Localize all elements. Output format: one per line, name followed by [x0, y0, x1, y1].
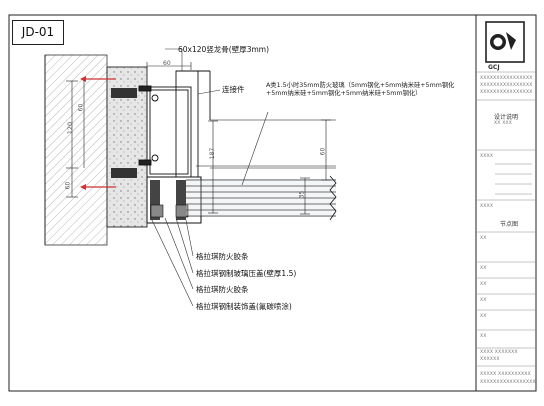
mullion-callout: 60x120竖龙骨(壁厚3mm)	[178, 45, 270, 54]
dim-left-total: 120	[66, 121, 75, 135]
leader-lines	[150, 48, 269, 307]
tb-field-j: XXXXXX	[480, 357, 500, 362]
dim-left-bottom: 60	[64, 181, 72, 190]
embed-plate-top	[111, 88, 137, 98]
title-block-frame	[475, 14, 537, 392]
title-block-ruling	[476, 71, 536, 367]
company-line1: XXXXXXXXXXXXXXXX	[480, 76, 533, 81]
design-note-sub: XX XXX	[494, 121, 513, 126]
mullion-profile	[138, 70, 211, 178]
tb-field-i: XXXX XXXXXXX	[480, 350, 518, 355]
company-line3: XXXXXXXXXXXXXXXX	[480, 90, 533, 95]
tb-field-c: XX	[480, 236, 487, 241]
design-note-title: 设计说明	[494, 114, 519, 121]
tb-field-g: XX	[480, 314, 487, 319]
tb-field-b: XXXX	[480, 204, 494, 209]
seal-strip-bottom-callout: 格拉琪防火胶条	[196, 285, 249, 294]
dimension-lines	[66, 62, 331, 215]
seal-strip-top-callout: 格拉琪防火胶条	[196, 252, 249, 261]
drawing-name: 节点图	[500, 221, 519, 228]
sheet-id-label: JD-01	[12, 20, 64, 45]
glass-callout-line1: A类1.5小时35mm防火玻璃（5mm钢化+5mm纳米硅+5mm钢化	[266, 82, 455, 89]
connector-callout: 连接件	[222, 85, 245, 94]
embed-plate-bottom	[111, 168, 137, 178]
wall-section	[44, 54, 148, 246]
dim-top-width: 60	[163, 60, 171, 67]
tb-field-f: XX	[480, 298, 487, 303]
company-logo	[485, 21, 525, 63]
glass-assembly	[146, 119, 337, 224]
dim-187: 187	[209, 147, 217, 160]
tb-field-h: XX	[480, 334, 487, 339]
glass-callout-line2: +5mm纳米硅+5mm钢化+5mm纳米硅+5mm钢化）	[266, 90, 422, 97]
tb-field-d: XX	[480, 266, 487, 271]
anchor-bolts	[80, 76, 116, 190]
dim-left-top: 60	[77, 103, 85, 112]
tb-footer2: XXXXXXXXXXXXXXXXX	[480, 380, 536, 385]
tb-field-e: XX	[480, 282, 487, 287]
logo-text: GCJ	[488, 64, 500, 71]
glass-bead-callout: 格拉琪钢制玻璃压盖(壁厚1.5)	[196, 269, 297, 278]
company-line2: XXXXXXXXXXXXXXXX	[480, 83, 533, 88]
dim-right-35: 35	[298, 190, 306, 199]
tb-field-a: XXXX	[480, 154, 494, 159]
dim-right-60: 60	[319, 147, 327, 156]
tb-footer1: XXXXX XXXXXXXXXX	[480, 372, 531, 377]
cover-cap-callout: 格拉琪钢制装饰盖(氟碳喷涂)	[196, 302, 292, 311]
